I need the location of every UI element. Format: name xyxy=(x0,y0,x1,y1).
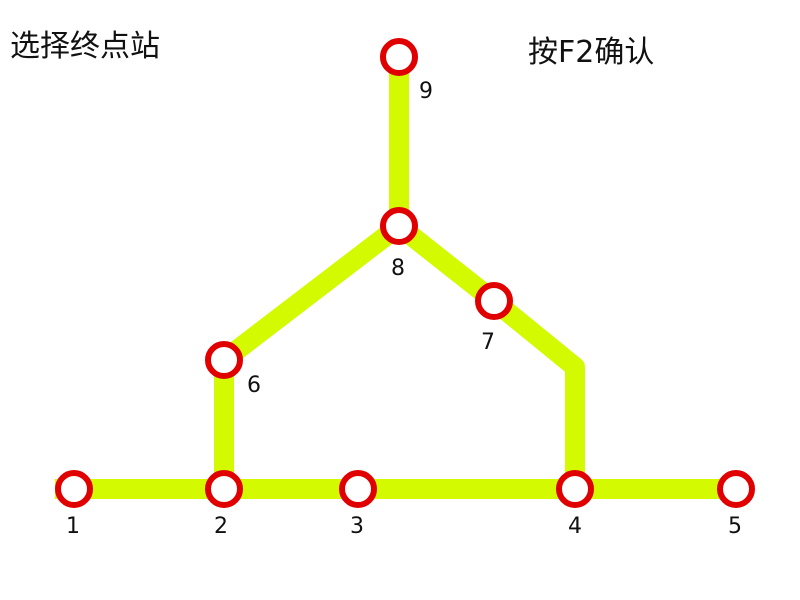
station-6[interactable]: 6 xyxy=(205,341,261,398)
station-8[interactable]: 8 xyxy=(380,207,418,281)
station-6-marker[interactable] xyxy=(205,341,243,379)
station-1-marker[interactable] xyxy=(55,470,93,508)
station-7-label: 7 xyxy=(481,330,495,355)
station-1[interactable]: 1 xyxy=(55,470,93,539)
station-5[interactable]: 5 xyxy=(717,470,755,539)
station-8-label: 8 xyxy=(391,256,405,281)
station-layer: 1 2 3 4 5 6 7 8 xyxy=(55,38,755,539)
station-4-marker[interactable] xyxy=(556,470,594,508)
station-4[interactable]: 4 xyxy=(556,470,594,539)
track-layer xyxy=(55,57,736,499)
track-branch-2-6-8 xyxy=(214,218,406,489)
station-3-marker[interactable] xyxy=(339,470,377,508)
station-5-label: 5 xyxy=(728,514,742,539)
station-8-marker[interactable] xyxy=(380,207,418,245)
station-3-label: 3 xyxy=(350,514,364,539)
station-2-marker[interactable] xyxy=(205,470,243,508)
station-9[interactable]: 9 xyxy=(380,38,433,104)
station-6-label: 6 xyxy=(247,373,261,398)
station-2[interactable]: 2 xyxy=(205,470,243,539)
station-7[interactable]: 7 xyxy=(475,282,513,355)
station-2-label: 2 xyxy=(214,514,228,539)
station-7-marker[interactable] xyxy=(475,282,513,320)
station-9-marker[interactable] xyxy=(380,38,418,76)
instruction-select-terminal: 选择终点站 xyxy=(10,29,160,64)
station-1-label: 1 xyxy=(66,514,80,539)
station-3[interactable]: 3 xyxy=(339,470,377,539)
station-4-label: 4 xyxy=(568,514,582,539)
track-branch-8-7-4 xyxy=(392,218,585,489)
station-9-label: 9 xyxy=(419,79,433,104)
instruction-confirm-f2: 按F2确认 xyxy=(528,35,655,70)
station-5-marker[interactable] xyxy=(717,470,755,508)
